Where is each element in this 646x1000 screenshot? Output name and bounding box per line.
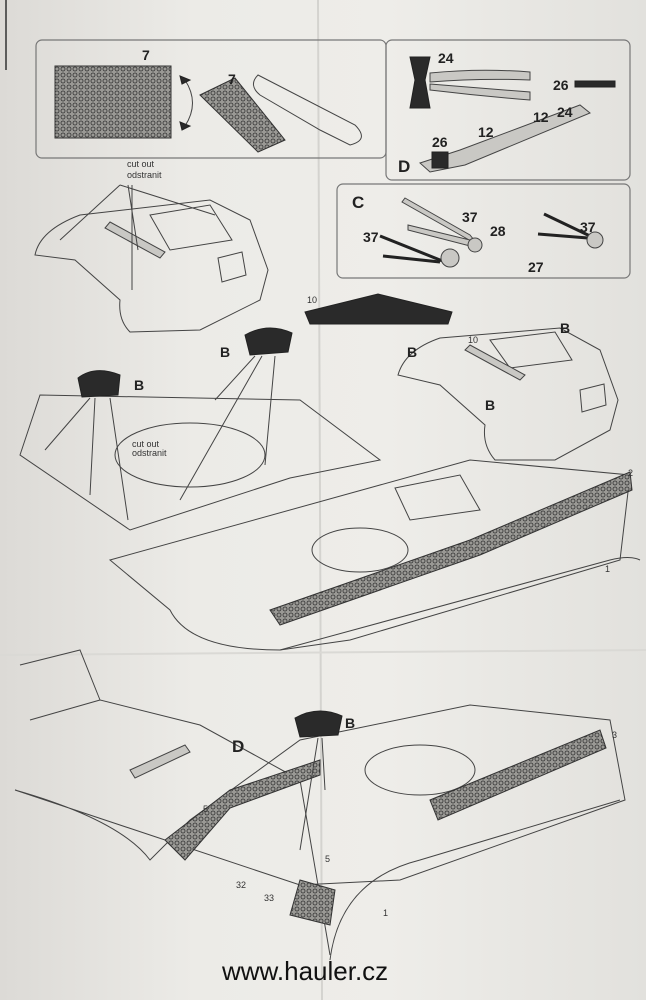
part-label: 37	[462, 209, 478, 225]
part-label: 10	[307, 295, 317, 305]
fold-line	[317, 0, 323, 1000]
part-label: 28	[490, 223, 506, 239]
part-label: 24	[438, 50, 454, 66]
annotation: cut out	[132, 439, 160, 449]
part-label: B	[220, 344, 230, 360]
part-label: 33	[264, 893, 274, 903]
part-10: 10	[304, 293, 453, 325]
panel-d: 24 26 12 24 26 12 D	[385, 39, 631, 181]
rolled-mesh	[199, 77, 286, 153]
step-label: D	[398, 157, 410, 176]
assembled-part	[419, 104, 591, 173]
annotation: odstranit	[127, 170, 162, 180]
part-label: 12	[478, 124, 494, 140]
mesh-panel: 7 7	[35, 39, 387, 159]
part-label: 26	[432, 134, 448, 150]
part-label: 7	[142, 47, 150, 63]
turret-top-right: B 10 B B	[397, 320, 619, 461]
part-label: B	[407, 344, 417, 360]
part-b	[244, 327, 293, 356]
mesh-strip	[429, 729, 607, 821]
hull-middle: 2 1	[108, 459, 641, 651]
part-label: 5	[203, 804, 208, 814]
part-b	[77, 370, 121, 398]
part-b	[294, 710, 343, 738]
mesh-strip	[164, 759, 321, 861]
part-label: B	[134, 377, 144, 393]
part-label: 7	[228, 71, 236, 87]
panel-c: C 37 37 28 37 27	[336, 183, 631, 279]
hull-bottom: D B 3 5 5 32 33 1	[14, 649, 626, 961]
step-label: D	[232, 737, 244, 756]
part-label: B	[345, 715, 355, 731]
hull-rear: B B cut out odstranit	[19, 327, 382, 531]
pliers-jaw	[409, 56, 431, 109]
annotation: odstranit	[132, 448, 167, 458]
fold-line	[0, 649, 646, 656]
mesh-sheet	[54, 65, 172, 139]
part-label: 10	[468, 335, 478, 345]
part-label: 12	[533, 109, 549, 125]
mesh-strip	[269, 471, 633, 626]
part-label: 37	[580, 219, 596, 235]
part-label: 1	[383, 908, 388, 918]
annotation: cut out	[127, 159, 155, 169]
step-label: C	[352, 193, 364, 212]
rolling-pin	[253, 74, 362, 146]
turret-top-left: cut out odstranit	[34, 159, 269, 333]
part-label: 26	[553, 77, 569, 93]
part-label: 24	[557, 104, 573, 120]
part-label: 1	[605, 564, 610, 574]
part-label: 27	[528, 259, 544, 275]
part-label: 32	[236, 880, 246, 890]
part-label: 37	[363, 229, 379, 245]
website-url: www.hauler.cz	[221, 956, 388, 986]
part-label: 5	[325, 854, 330, 864]
part-label: 3	[612, 730, 617, 740]
pliers-handles	[429, 69, 531, 101]
part-label: 2	[628, 468, 633, 478]
part-label: B	[560, 320, 570, 336]
part-label: B	[485, 397, 495, 413]
